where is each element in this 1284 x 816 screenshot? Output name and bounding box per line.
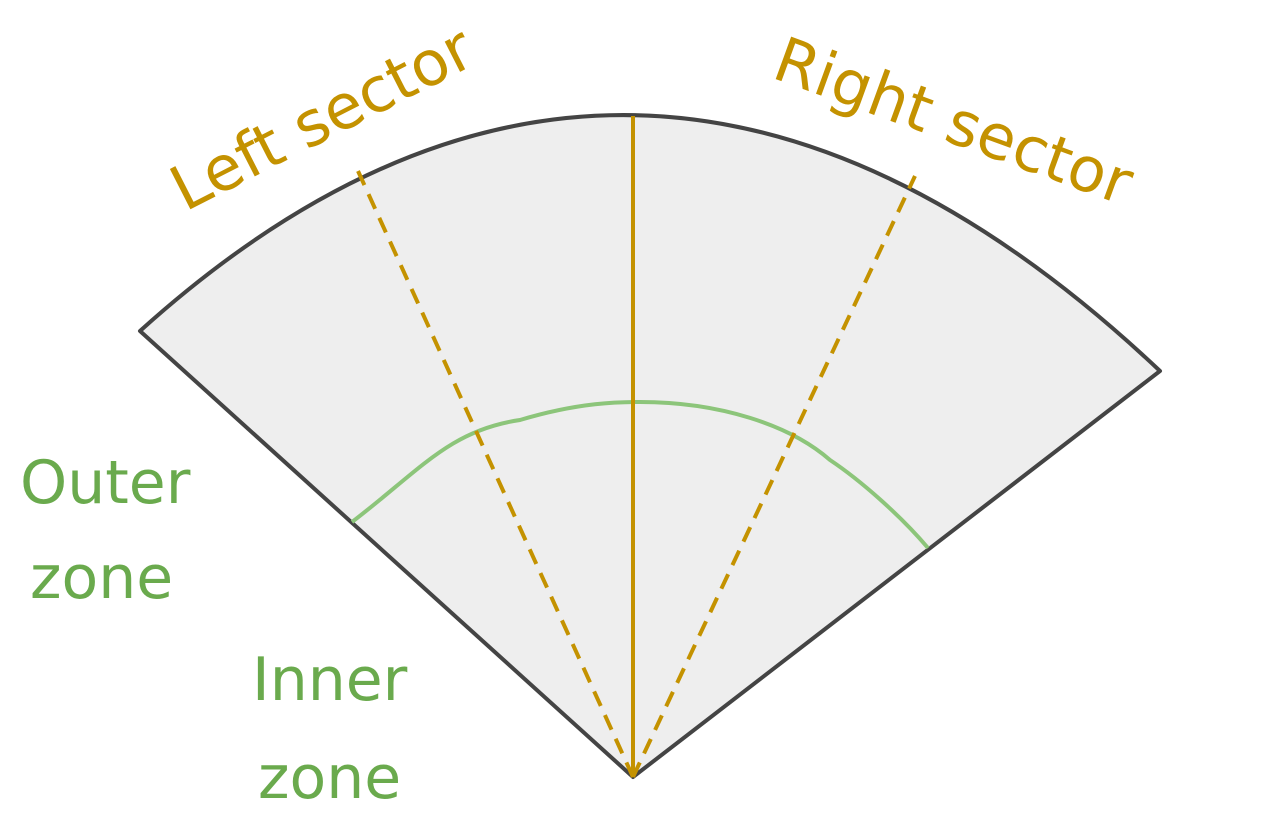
- outer-zone-label-line1: Outer: [20, 448, 191, 518]
- right-sector-dashed-divider: [631, 175, 917, 778]
- outer-zone-label-line2: zone: [30, 543, 173, 613]
- sector-fan-outline: [138, 113, 1162, 779]
- inner-zone-label-line2: zone: [258, 743, 401, 813]
- inner-zone-label-line1: Inner: [252, 645, 408, 715]
- zone-boundary-curve: [350, 399, 930, 550]
- left-sector-dashed-divider: [356, 170, 635, 778]
